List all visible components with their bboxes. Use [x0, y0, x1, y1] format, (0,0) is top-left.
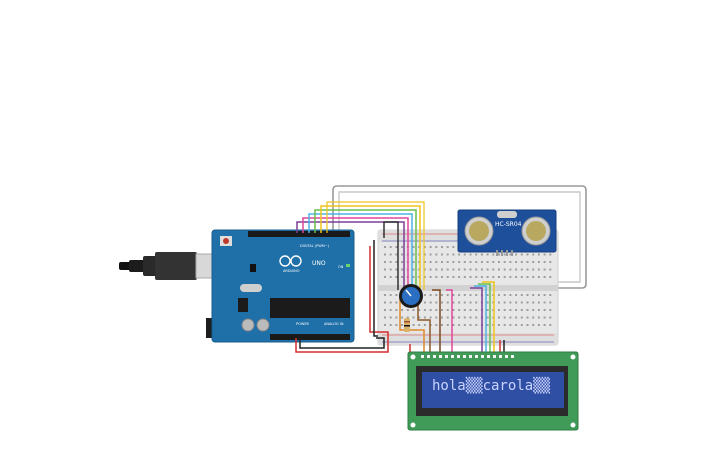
microcontroller-chip: [270, 298, 350, 318]
breadboard-holes: [384, 246, 552, 326]
usb-cable: [119, 252, 197, 280]
led-chip: [250, 264, 256, 272]
reset-button-cap[interactable]: [223, 238, 229, 244]
lcd-display[interactable]: hola▒▒carola▒▒: [407, 351, 579, 431]
capacitor-1: [241, 318, 255, 332]
potentiometer[interactable]: [399, 284, 423, 308]
board-model: UNO: [312, 260, 326, 267]
crystal: [240, 284, 262, 292]
on-led: [346, 264, 350, 267]
arduino-uno-board[interactable]: DIGITAL (PWM~) POWER ANALOG IN UNO ARDUI…: [119, 229, 355, 343]
ultrasonic-sensor[interactable]: HC-SR04: [457, 209, 557, 256]
digital-header: [248, 231, 350, 237]
power-analog-header: [270, 334, 350, 340]
board-brand: ARDUINO: [283, 269, 300, 273]
resistor[interactable]: [404, 318, 410, 332]
sensor-pins: [496, 250, 513, 256]
lcd-line-1: hola▒▒carola▒▒: [432, 376, 551, 394]
regulator-chip: [238, 298, 248, 312]
capacitor-2: [256, 318, 270, 332]
analog-header-label: ANALOG IN: [324, 322, 344, 326]
lcd-pins: [421, 355, 514, 358]
lcd-screen: [422, 372, 564, 408]
arduino-logo-icon: [279, 255, 302, 267]
digital-header-label: DIGITAL (PWM~): [300, 244, 330, 248]
sensor-model: HC-SR04: [495, 221, 522, 228]
power-header-label: POWER: [296, 322, 310, 326]
on-led-label: ON: [338, 265, 344, 269]
signal-wires: [295, 201, 505, 356]
sensor-crystal: [497, 211, 517, 218]
